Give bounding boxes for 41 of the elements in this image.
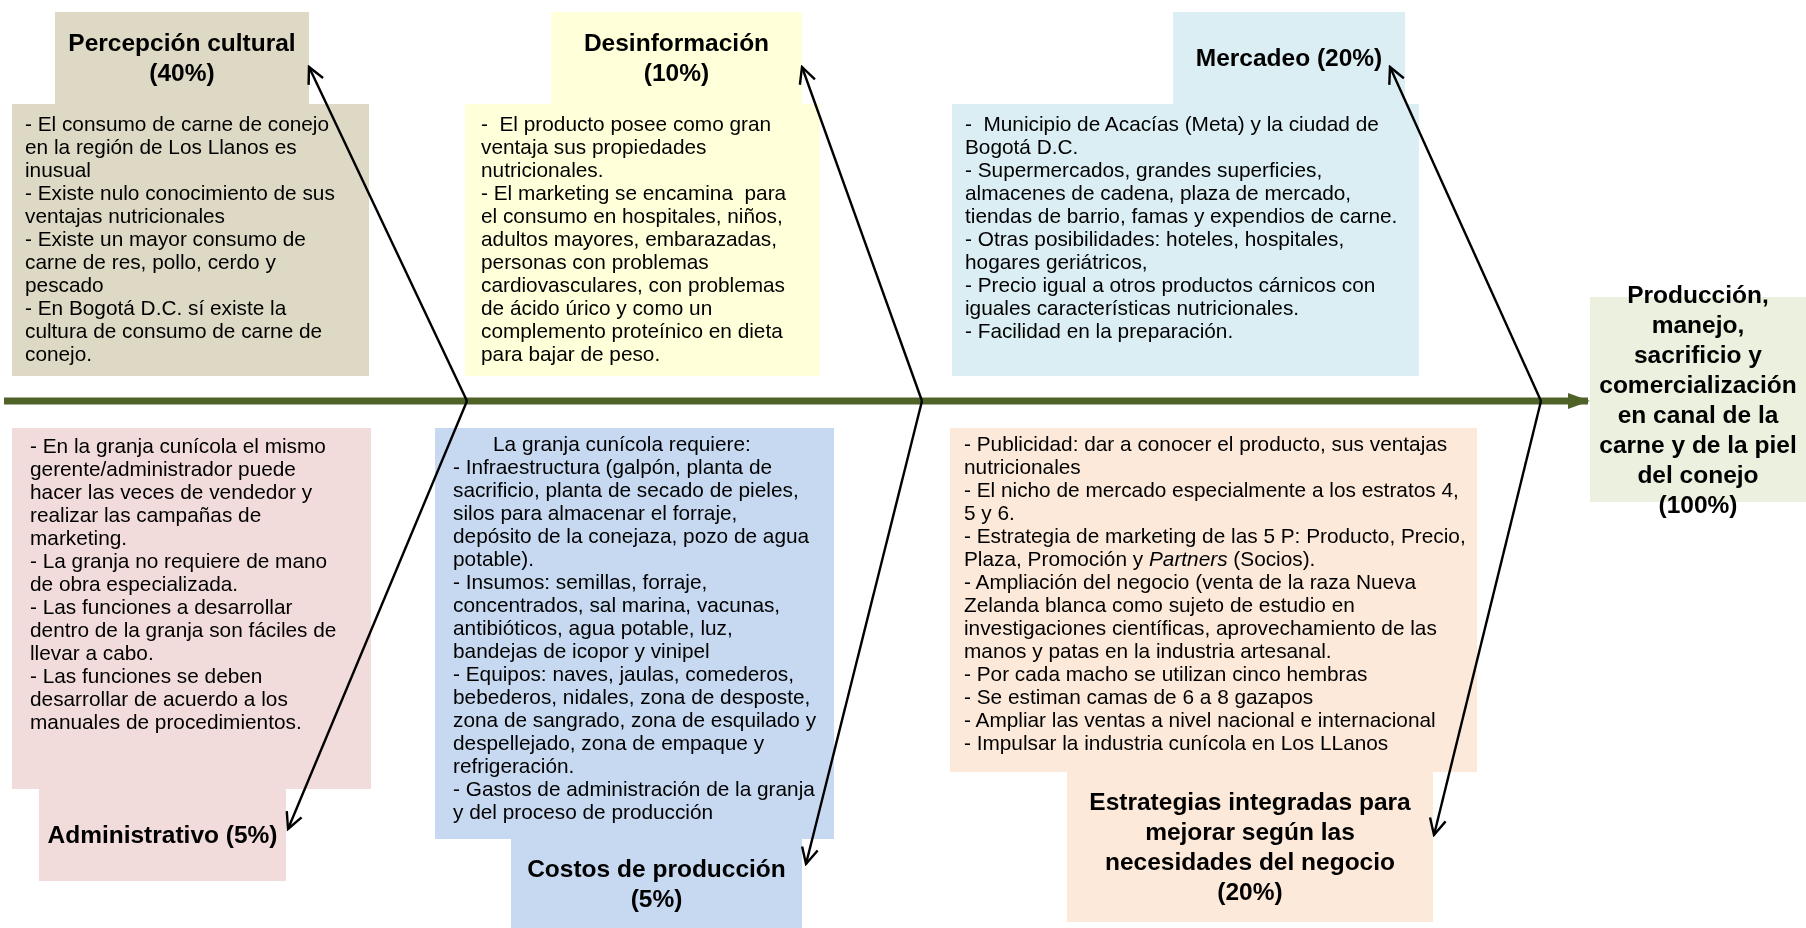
cause-item: - Facilidad en la preparación. xyxy=(965,319,1235,342)
cause-item: - El marketing se encamina para el consumo en hospitales, niños, adultos mayores, embarazadas, personas con problemas cardiovasculares, con problemas de ácido úrico y como un complemento proteínico en dieta para bajar de peso. xyxy=(481,181,788,365)
bone-arrow xyxy=(800,400,924,866)
bone-arrow xyxy=(285,400,469,831)
category-heading: Administrativo (5%) xyxy=(47,820,278,850)
cause-item: - Ampliación del negocio (venta de la raza Nueva Zelanda blanca como sujeto de estudio en investigaciones científicas, aprovechamiento de las manos y patas en la industria artesanal. xyxy=(964,570,1438,662)
cause-item: - Estrategia de marketing de las 5 P: Producto, Precio, Plaza, Promoción y Partners (Socios). xyxy=(964,524,1467,570)
cause-item: - En la granja cunícola el mismo gerente/administrador puede hacer las veces de vendedor y realizar las campañas de marketing. xyxy=(30,434,327,549)
effect-text: Producción, manejo, sacrificio y comercialización en canal de la carne y de la piel del conejo (100%) xyxy=(1598,279,1798,520)
cause-item: - La granja no requiere de mano de obra especializada. xyxy=(30,549,329,595)
cause-item: - Municipio de Acacías (Meta) y la ciudad de Bogotá D.C. xyxy=(965,112,1380,158)
category-heading: Estrategias integradas para mejorar según las necesidades del negocio (20%) xyxy=(1088,787,1412,907)
cause-item: - Existe nulo conocimiento de sus ventajas nutricionales xyxy=(25,181,336,227)
cause-item: - Las funciones se deben desarrollar de acuerdo a los manuales de procedimientos. xyxy=(30,664,303,733)
bone-arrow xyxy=(1388,65,1543,402)
bone-arrow xyxy=(307,65,469,402)
cause-item: - Infraestructura (galpón, planta de sacrificio, planta de secado de pieles, silos para almacenar el forraje, depósito de la conejaza, pozo de agua potable). xyxy=(453,455,811,570)
cause-item: - Gastos de administración de la granja y del proceso de producción xyxy=(453,777,816,823)
cause-item: - Equipos: naves, jaulas, comederos, bebederos, nidales, zona de desposte, zona de sangrado, zona de esquilado y despellejado, zona de empaque y refrigeración. xyxy=(453,662,818,777)
cause-item: - Existe un mayor consumo de carne de res, pollo, cerdo y pescado xyxy=(25,227,307,296)
cause-item: - Ampliar las ventas a nivel nacional e internacional xyxy=(964,708,1437,731)
cause-item: La granja cunícola requiere: xyxy=(492,432,752,455)
cause-item: - Se estiman camas de 6 a 8 gazapos xyxy=(964,685,1315,708)
cause-item: - El nicho de mercado especialmente a los estratos 4, 5 y 6. xyxy=(964,478,1460,524)
category-heading: Desinformación (10%) xyxy=(582,28,771,88)
cause-item: - Insumos: semillas, forraje, concentrados, sal marina, vacunas, antibióticos, agua potable, luz, bandejas de icopor y vinipel xyxy=(453,570,782,662)
cause-item: - Por cada macho se utilizan cinco hembras xyxy=(964,662,1369,685)
cause-item: - Publicidad: dar a conocer el producto, sus ventajas nutricionales xyxy=(964,432,1449,478)
cause-item: - Las funciones a desarrollar dentro de la granja son fáciles de llevar a cabo. xyxy=(30,595,338,664)
category-heading: Costos de producción (5%) xyxy=(526,853,787,914)
bone-arrow xyxy=(798,65,924,402)
cause-item: - El producto posee como gran ventaja sus propiedades nutricionales. xyxy=(481,112,773,181)
category-heading: Mercadeo (20%) xyxy=(1195,43,1383,73)
cause-item: - Supermercados, grandes superficies, almacenes de cadena, plaza de mercado, tiendas de barrio, famas y expendios de carne. xyxy=(965,158,1399,227)
cause-item: - Precio igual a otros productos cárnicos con iguales características nutricionales. xyxy=(965,273,1377,319)
cause-item: - El consumo de carne de conejo en la región de Los Llanos es inusual xyxy=(25,112,331,181)
cause-item: - En Bogotá D.C. sí existe la cultura de consumo de carne de conejo. xyxy=(25,296,324,365)
bone-arrow xyxy=(1428,400,1543,837)
category-heading: Percepción cultural (40%) xyxy=(67,28,297,88)
cause-item: - Otras posibilidades: hoteles, hospitales, hogares geriátricos, xyxy=(965,227,1346,273)
cause-item: - Impulsar la industria cunícola en Los LLanos xyxy=(964,731,1390,754)
